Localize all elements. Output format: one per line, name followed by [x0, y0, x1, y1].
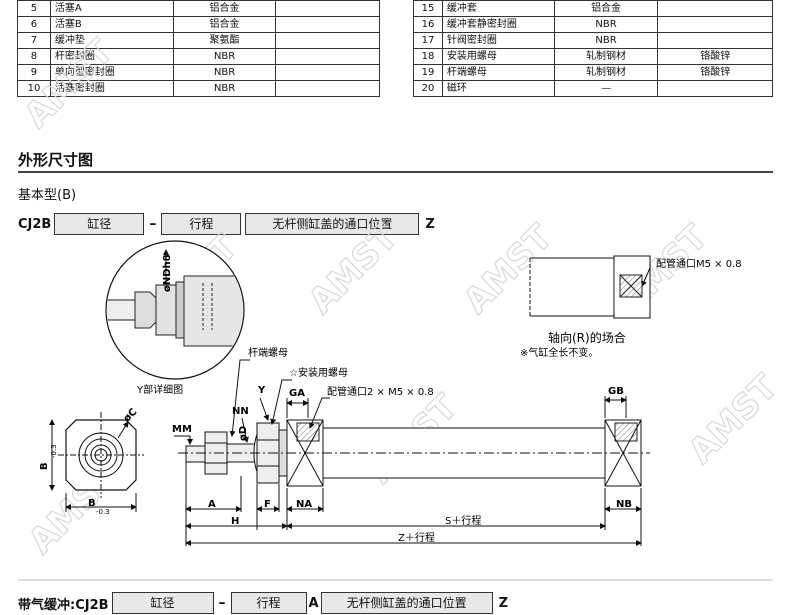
part-material: — — [553, 80, 659, 97]
part-name: 磁环 — [441, 80, 555, 97]
model-code-cushion: 带气缓冲:CJ2B 缸径 – 行程 A 无杆侧缸盖的通口位置 Z — [18, 592, 508, 614]
part-name: 活塞密封圈 — [49, 80, 174, 97]
dim-s: S＋行程 — [445, 514, 481, 527]
model-prefix: CJ2B — [18, 216, 52, 232]
top-port-label: 配管通口2 × M5 × 0.8 — [327, 385, 434, 398]
model-mid-letter: A — [308, 595, 319, 611]
ndh8-label: øNDh8 — [162, 254, 173, 292]
model-suffix: Z — [425, 216, 435, 232]
part-note — [657, 80, 773, 97]
model-dash-cushion: – — [218, 595, 226, 611]
dim-a: A — [208, 499, 216, 510]
dim-f: F — [264, 499, 271, 510]
model-code-basic: CJ2B 缸径 – 行程 无杆侧缸盖的通口位置 Z — [18, 213, 435, 235]
dim-na: NA — [296, 499, 312, 510]
y-detail-label: Y部详细图 — [136, 383, 183, 396]
port-position-box-cushion: 无杆侧缸盖的通口位置 — [320, 592, 493, 614]
part-material: NBR — [172, 80, 277, 97]
dim-nb: NB — [616, 499, 632, 510]
dim-ga: GA — [289, 388, 305, 399]
bore-box: 缸径 — [54, 213, 145, 235]
side-view — [178, 419, 650, 487]
dim-b-tol-vertical: -0.3 — [50, 444, 58, 458]
model-prefix-cushion: 带气缓冲:CJ2B — [18, 597, 109, 613]
axial-view-note: ※气缸全长不变。 — [520, 346, 598, 359]
axial-view-title: 轴向(R)的场合 — [548, 330, 626, 345]
y-detail-view: øNDh8 Y部详细图 — [105, 240, 245, 396]
watermark-text: AMST — [681, 367, 786, 472]
dim-h: H — [231, 516, 239, 527]
dim-nn: NN — [232, 406, 249, 417]
section-title: 外形尺寸图 — [18, 151, 94, 169]
dim-y: Y — [257, 385, 266, 396]
stroke-box-cushion: 行程 — [230, 592, 307, 614]
mount-nut-label: ☆安装用螺母 — [289, 366, 348, 379]
end-view: øC B -0.3 B -0.3 — [39, 407, 144, 516]
dim-b-horizontal: B — [88, 498, 96, 509]
port-position-box: 无杆侧缸盖的通口位置 — [245, 213, 420, 235]
watermark-text: AMST — [17, 31, 122, 136]
model-suffix-cushion: Z — [498, 595, 509, 611]
dim-b-vertical: B — [39, 462, 50, 470]
part-number: 20 — [413, 80, 443, 97]
section-divider — [18, 171, 773, 173]
part-note — [275, 80, 380, 97]
dim-gb: GB — [608, 386, 624, 397]
watermark-text: AMST — [301, 217, 406, 322]
dim-mm: MM — [172, 424, 192, 435]
rod-nut-label: 杆端螺母 — [248, 346, 288, 359]
basic-type-heading: 基本型(B) — [18, 188, 77, 203]
dim-z: Z＋行程 — [398, 531, 435, 544]
axial-port-label: 配管通口M5 × 0.8 — [656, 257, 742, 270]
model-dash: – — [149, 216, 157, 232]
dim-d: øD — [238, 426, 249, 441]
stroke-box: 行程 — [161, 213, 242, 235]
bore-box-cushion: 缸径 — [111, 592, 214, 614]
watermark-text: AMST — [456, 217, 561, 322]
side-view-annotations: 杆端螺母 ☆安装用螺母 配管通口2 × M5 × 0.8 Y NN øD MM … — [172, 346, 642, 546]
axial-port-view: 配管通口M5 × 0.8 轴向(R)的场合 ※气缸全长不变。 — [520, 255, 742, 359]
dim-b-tol-horizontal: -0.3 — [96, 508, 110, 516]
